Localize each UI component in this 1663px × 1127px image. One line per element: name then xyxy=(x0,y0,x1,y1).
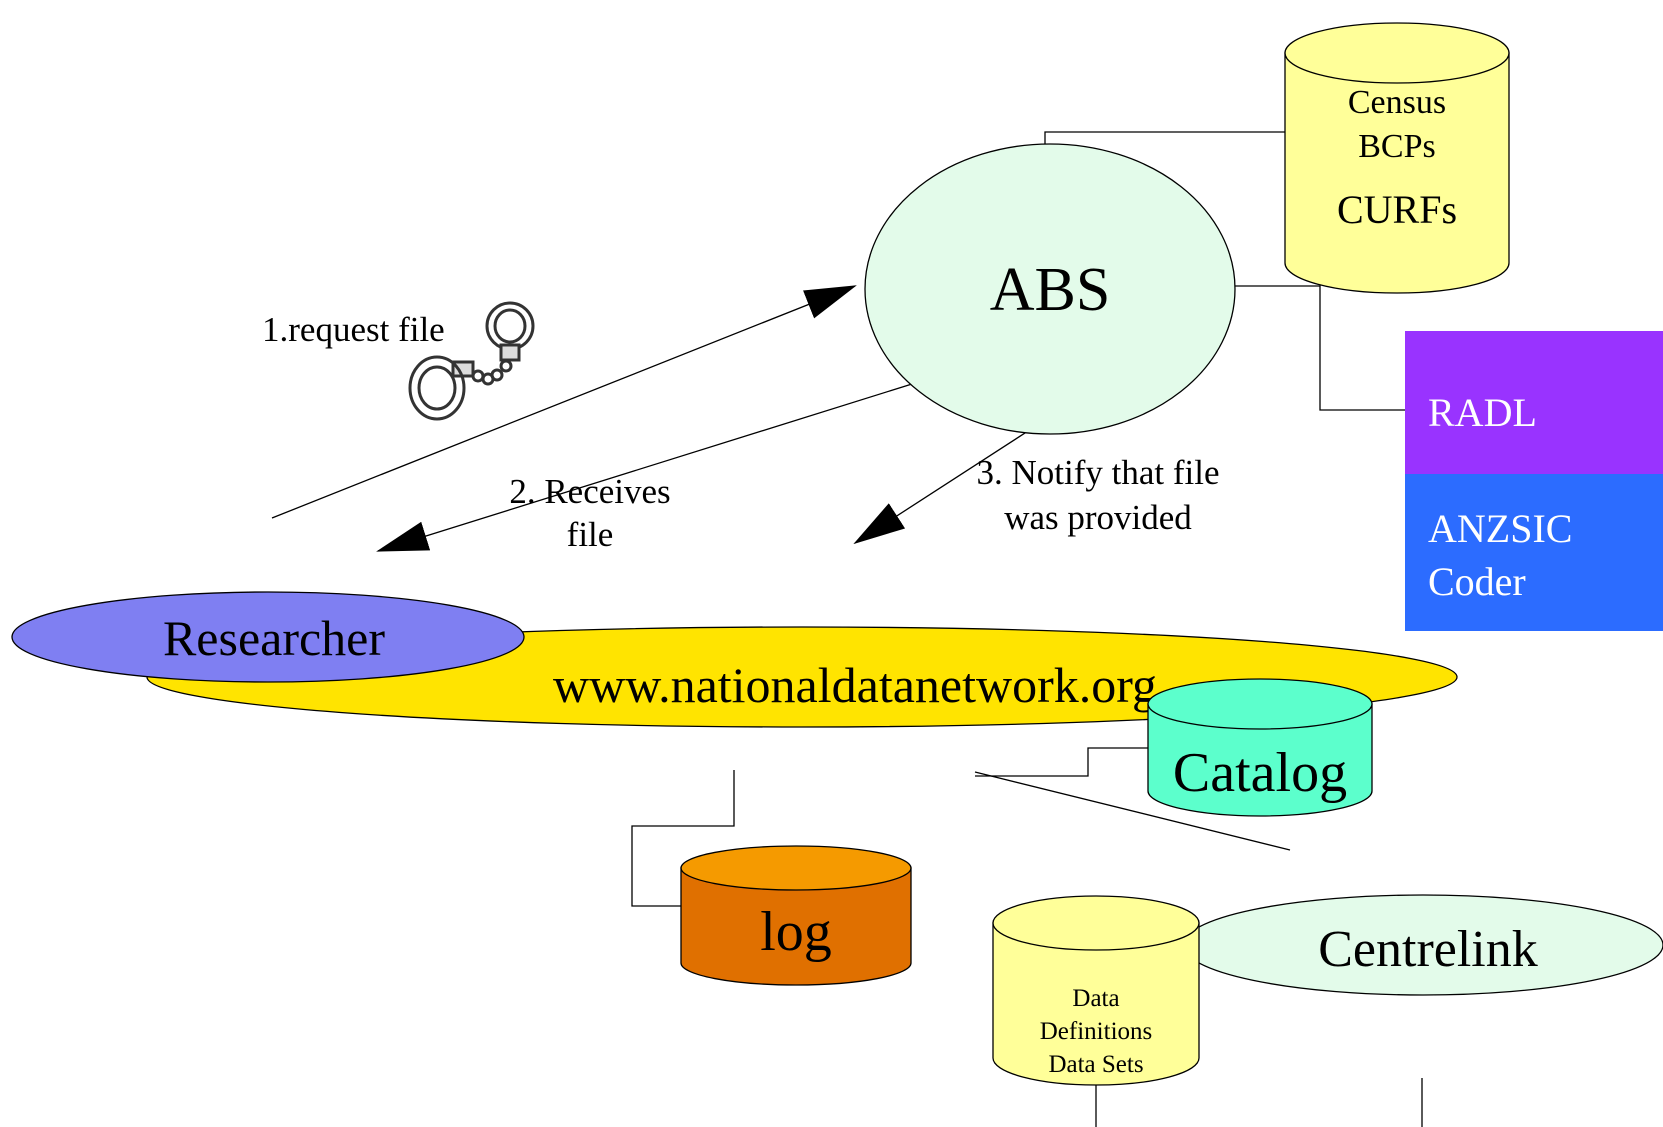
handcuffs-icon xyxy=(408,301,535,421)
radl-label: RADL xyxy=(1428,390,1537,435)
abs-ellipse xyxy=(864,143,1236,435)
website-log-connector xyxy=(631,770,735,907)
radl-box: RADL xyxy=(1405,331,1663,474)
anzsic-label-line2: Coder xyxy=(1428,559,1526,604)
receives-label-line1: 2. Receives xyxy=(509,472,670,511)
anzsic-rect xyxy=(1405,474,1663,631)
website-catalog-connector xyxy=(975,747,1148,777)
log-db-body xyxy=(680,867,912,986)
abs-radl-connector xyxy=(1235,285,1405,411)
receives-label-line2: file xyxy=(567,515,614,554)
website-label: www.nationaldatanetwork.org xyxy=(553,657,1157,713)
radl-rect xyxy=(1405,331,1663,474)
log-label: log xyxy=(760,901,832,963)
catalog-database: Catalog xyxy=(1147,678,1373,817)
researcher-ellipse xyxy=(11,591,525,683)
catalog-label: Catalog xyxy=(1173,742,1347,804)
log-database: log xyxy=(680,845,912,986)
anzsic-box: ANZSIC Coder xyxy=(1405,474,1663,631)
anzsic-label-line1: ANZSIC xyxy=(1428,506,1572,551)
catalog-db-top xyxy=(1147,678,1373,730)
notify-label-line2: was provided xyxy=(1004,498,1192,537)
centrelink-label: Centrelink xyxy=(1318,921,1538,978)
data-defs-db-top xyxy=(992,895,1200,951)
census-label: Census xyxy=(1348,84,1446,121)
log-db-top xyxy=(680,845,912,891)
abs-node: ABS xyxy=(864,143,1236,435)
census-database: Census BCPs CURFs xyxy=(1284,22,1510,294)
data-definitions-database: Data Definitions Data Sets xyxy=(992,895,1200,1086)
census-db-top xyxy=(1284,22,1510,84)
centrelink-node: Centrelink xyxy=(1182,894,1663,996)
researcher-label: Researcher xyxy=(163,610,385,666)
arrows xyxy=(271,285,1043,552)
website-centrelink-connector xyxy=(974,771,1291,851)
notify-arrow xyxy=(853,421,1043,545)
census-db-body xyxy=(1284,52,1510,294)
curfs-label: CURFs xyxy=(1337,187,1457,232)
data-defs-db-body xyxy=(992,922,1200,1086)
catalog-db-body xyxy=(1147,703,1373,817)
receives-arrow xyxy=(376,383,913,552)
abs-label: ABS xyxy=(990,256,1111,324)
researcher-node: Researcher xyxy=(11,591,525,683)
request-arrow xyxy=(271,285,857,519)
request-file-label: 1.request file xyxy=(262,310,445,349)
notify-label-line1: 3. Notify that file xyxy=(976,453,1219,492)
data-defs-label-line1: Data xyxy=(1072,985,1119,1012)
data-defs-label-line2: Definitions xyxy=(1040,1018,1153,1045)
data-defs-label-line3: Data Sets xyxy=(1048,1051,1143,1078)
bcps-label: BCPs xyxy=(1358,128,1436,165)
